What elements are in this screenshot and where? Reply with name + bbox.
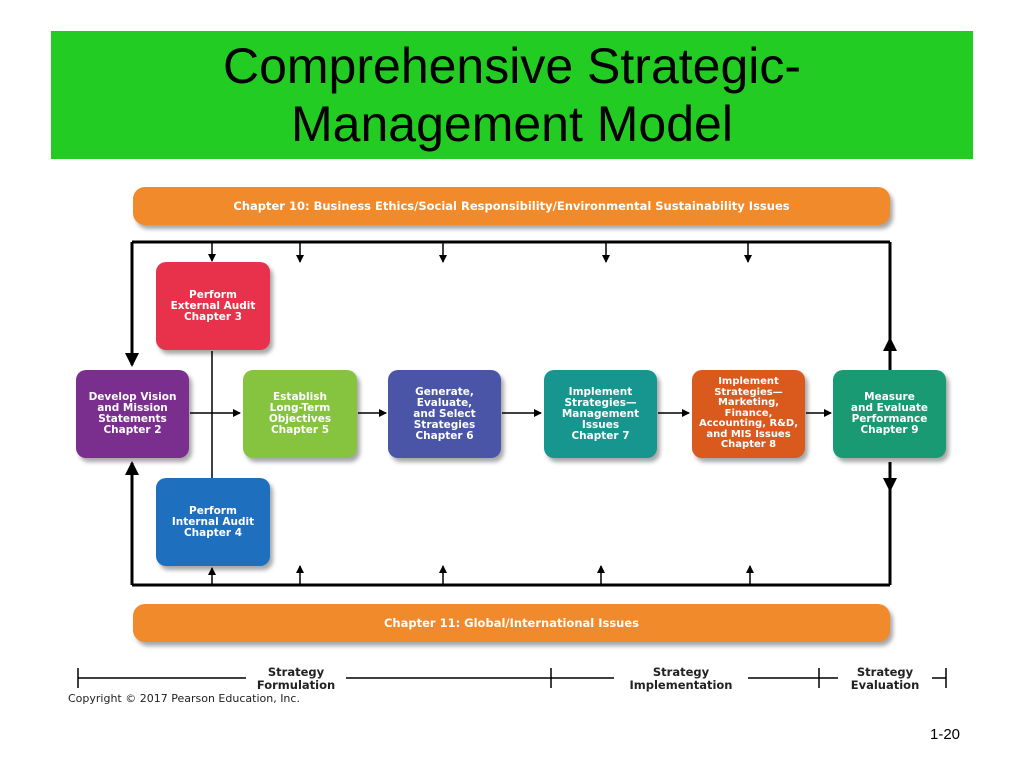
process-flow-arrows <box>190 351 832 478</box>
implement-marketing-box: Implement Strategies— Marketing, Finance… <box>692 370 805 458</box>
objectives-label: Establish Long-Term Objectives Chapter 5 <box>268 391 332 436</box>
implement-marketing-label: Implement Strategies— Marketing, Finance… <box>699 376 798 451</box>
global-issues-bar: Chapter 11: Global/International Issues <box>133 604 890 642</box>
measure-evaluate-box: Measure and Evaluate Performance Chapter… <box>833 370 946 458</box>
title-banner: Comprehensive Strategic- Management Mode… <box>51 31 973 159</box>
strategies-label: Generate, Evaluate, and Select Strategie… <box>413 385 476 442</box>
implement-management-box: Implement Strategies— Management Issues … <box>544 370 657 458</box>
stage-timeline <box>77 668 947 688</box>
ethics-issues-label: Chapter 10: Business Ethics/Social Respo… <box>233 199 790 213</box>
bottom-feedback-arrows <box>208 565 754 585</box>
vision-mission-box: Develop Vision and Mission Statements Ch… <box>76 370 189 458</box>
objectives-box: Establish Long-Term Objectives Chapter 5 <box>243 370 357 458</box>
global-issues-label: Chapter 11: Global/International Issues <box>383 616 640 630</box>
internal-audit-box: Perform Internal Audit Chapter 4 <box>156 478 270 566</box>
external-audit-label: Perform External Audit Chapter 3 <box>170 288 256 323</box>
slide-title-line-2: Management Model <box>291 96 733 152</box>
copyright-notice: Copyright © 2017 Pearson Education, Inc. <box>68 692 300 705</box>
slide-title-line-1: Comprehensive Strategic- <box>222 38 802 94</box>
top-feedback-arrows <box>208 242 752 263</box>
stage-formulation-label: Strategy Formulation <box>246 666 346 692</box>
vision-mission-label: Develop Vision and Mission Statements Ch… <box>88 391 177 436</box>
slide-number: 1-20 <box>930 726 961 743</box>
measure-evaluate-label: Measure and Evaluate Performance Chapter… <box>850 391 929 436</box>
ethics-issues-bar: Chapter 10: Business Ethics/Social Respo… <box>133 187 890 225</box>
strategies-box: Generate, Evaluate, and Select Strategie… <box>388 370 501 458</box>
external-audit-box: Perform External Audit Chapter 3 <box>156 262 270 350</box>
feedback-loop-frame <box>125 240 897 587</box>
internal-audit-label: Perform Internal Audit Chapter 4 <box>171 504 255 539</box>
stage-implementation-label: Strategy Implementation <box>614 666 748 692</box>
implement-management-label: Implement Strategies— Management Issues … <box>561 385 640 442</box>
stage-evaluation-label: Strategy Evaluation <box>838 666 932 692</box>
